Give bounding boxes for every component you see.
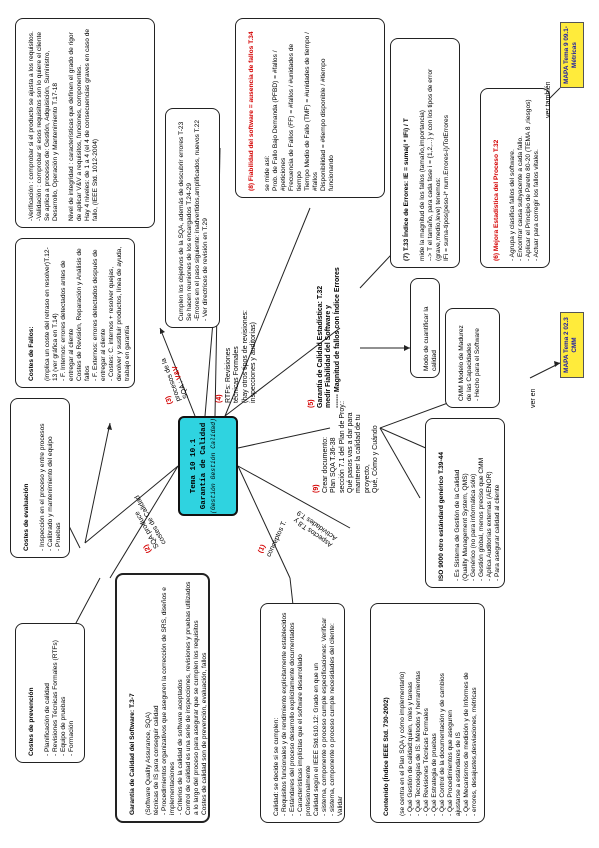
node-rtf-body: Cumplen los objetivos de la SQA, además … [178,119,210,321]
mapa-tema-9-link[interactable]: MAPA Tema 9 09.1-Métricas [560,22,584,88]
branch-9-detail: sección 7.1 del Plan de Proy.: Qué pasos… [338,400,380,493]
branch-label-5: (5) Garantía de Calidad Estadística: T.3… [300,267,342,408]
node-vv-body: -Verificación : comprobar si el producto… [28,28,100,221]
node-rtf[interactable]: Cumplen los objetivos de la SQA, además … [165,108,220,328]
branch-9-number: (9) [313,484,321,493]
mapa-tema-2-link[interactable]: MAPA Tema 2 02.3 CMM [560,312,584,378]
node-indice-errores-title: (7) T.33 Índice de Errores: IE = suma(i … [403,118,411,261]
node-costes-evaluacion[interactable]: Costes de evaluación - Inspección en el … [10,398,70,558]
node-garantia-calidad-body: (Software Quality Assurance, SQA) técnic… [145,581,209,815]
link-sqa [109,465,179,579]
node-mejora-estadistica[interactable]: (6) Mejora Estadística del Proceso T.32 … [480,88,550,268]
ver-tambien-label: ver también [545,81,552,118]
node-contenido-title: Contenido (Índice IEEE Std. 730-2002) [383,697,391,816]
central-topic-line1: Tema 10 10.1 [190,438,198,494]
link-contenido [379,427,421,499]
link-vv [159,327,196,417]
central-topic[interactable]: Tema 10 10.1 Garantía de Calidad (Gestió… [178,416,238,516]
branch-4-number: (4) [216,394,224,403]
link-fallos [84,422,111,544]
node-mejora-estadistica-title: (6) Mejora Estadística del Proceso T.32 [493,139,501,261]
node-indice-errores[interactable]: (7) T.33 Índice de Errores: IE = suma(i … [390,38,460,268]
ver-en-label: ver en [530,388,537,408]
node-costes-prevencion[interactable]: Costes de prevención - Planificación de … [15,623,85,763]
link-costes [84,465,179,544]
link-conceptos [237,465,291,579]
node-calidad[interactable]: Calidad: se decide si se cumplen: - Requ… [260,603,345,823]
node-costes-evaluacion-title: Costes de evaluación [23,483,31,551]
central-topic-line2: Garantía de Calidad [200,422,209,510]
node-iso-9000-body: - Es Sistema de Gestión de la Calidad (Q… [454,457,502,581]
node-costes-fallos[interactable]: Costes de Fallos: (implica un coste del … [15,238,135,388]
node-cmm[interactable]: CMM Modelo de Madurez de las Capacidades… [445,308,500,408]
node-cmm-body: CMM Modelo de Madurez de las Capacidades… [458,325,482,401]
node-contenido-body: (se centra en el Plan SQA y cómo impleme… [399,670,479,816]
node-mejora-estadistica-body: - Agrupa y clasifica fallos del software… [509,99,541,261]
node-fiabilidad[interactable]: (8) Fiabilidad del software = ausencia d… [235,18,385,198]
node-iso-9000[interactable]: ISO 9000 otro estándard genérico T.39-44… [425,418,505,588]
node-costes-fallos-title: Costes de Fallos: [28,326,36,381]
node-costes-prevencion-body: - Planificación de calidad - Revisiones … [44,640,76,756]
node-modo-cuantificar[interactable]: Modo de cuantificar la calidad [410,278,440,378]
branch-4-text: RTFs: Revisiones técnicas Formales (hay … [224,310,257,403]
node-garantia-calidad-title: Garantía de Calidad del Software: T.3-7 [129,693,137,815]
node-modo-cuantificar-body: Modo de cuantificar la calidad [423,306,439,371]
link-indice [224,207,311,417]
link-aspectos [237,465,351,529]
node-fiabilidad-body: se mide así: Prob. de Fallo Bajo Demanda… [264,32,336,191]
central-topic-line3: (Gestión Gestión Calidad) [209,418,217,514]
node-contenido[interactable]: Contenido (Índice IEEE Std. 730-2002) (s… [370,603,485,823]
link-plan [237,427,331,449]
branch-label-9: (9) Crear documento: Plan SQA T.36-38 se… [305,388,389,493]
node-calidad-body: Calidad: se decide si se cumplen: - Requ… [273,612,345,816]
branch-5-text: Garantía de Calidad Estadística: T.32 me… [316,267,341,408]
node-iso-9000-title: ISO 9000 otro estándard genérico T.39-44 [438,452,446,581]
node-vv[interactable]: -Verificación : comprobar si el producto… [15,18,155,228]
node-costes-prevencion-title: Costes de prevención [28,687,36,756]
node-fiabilidad-title: (8) Fiabilidad del software = ausencia d… [248,31,256,191]
branch-9-text: Crear documento: Plan SQA T.36-38 [321,436,338,493]
link-estadistica [224,327,341,417]
node-costes-fallos-body: (implica un coste del retraso en resolve… [44,246,132,381]
node-indice-errores-body: mide la magnitud de los fallos (tamaño,i… [419,68,451,261]
node-costes-evaluacion-body: - Inspección en el proceso y entre proce… [39,423,63,551]
node-garantia-calidad[interactable]: Garantía de Calidad del Software: T.3-7 … [115,573,210,823]
